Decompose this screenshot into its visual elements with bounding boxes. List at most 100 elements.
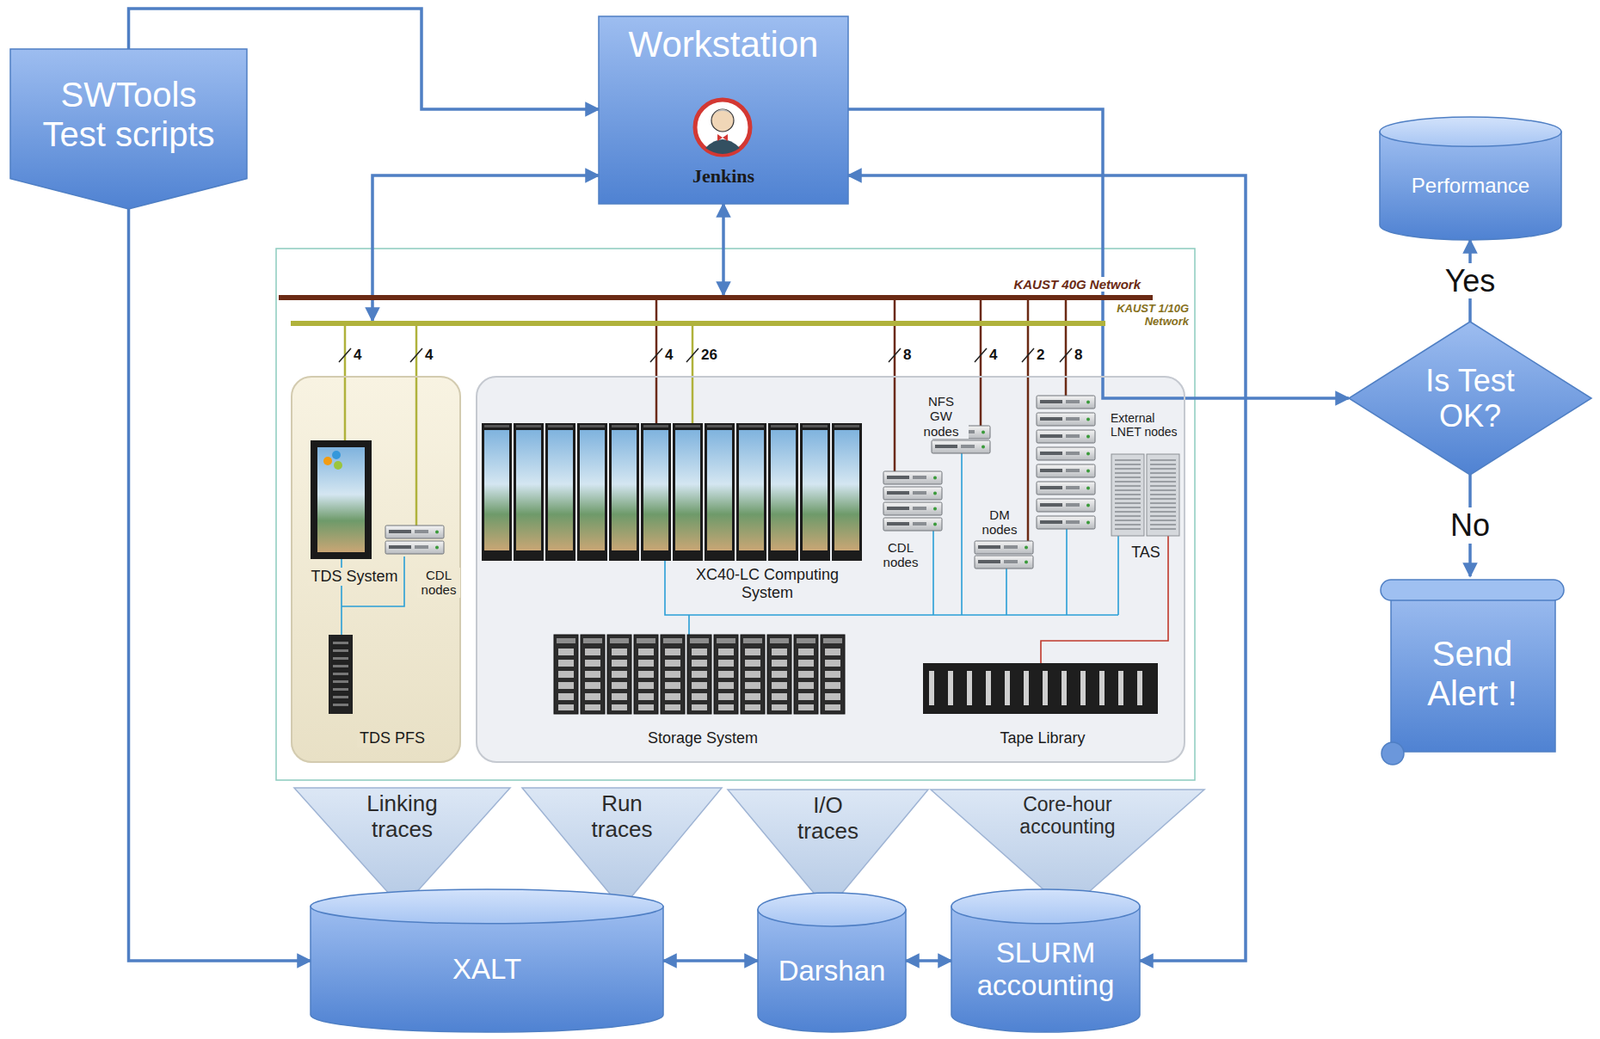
scroll-curl <box>1381 742 1404 765</box>
text-slot: Jenkins <box>594 165 853 187</box>
text-area: Core-hour accounting <box>952 793 1182 861</box>
band-bar <box>278 295 1153 301</box>
storage-enclosure <box>767 634 792 714</box>
cylinder-top <box>757 892 906 927</box>
rack-logo-dot <box>332 450 341 460</box>
band-bar <box>290 320 1106 327</box>
network-band: KAUST 40G Network <box>278 295 1153 301</box>
node-label: XALT <box>452 953 522 986</box>
server-unit <box>1036 412 1096 426</box>
link-count: 8 <box>903 346 911 364</box>
text-slot: Storage System <box>573 729 832 748</box>
tas-rack <box>1111 454 1145 536</box>
rack-logo-dot <box>323 456 333 466</box>
main-panel-fill <box>475 375 1186 764</box>
text-area: Run traces <box>538 791 707 858</box>
database-cylinder: Darshan <box>757 892 906 1033</box>
text-slot: XC40-LC Computing System <box>638 566 897 602</box>
label-slot: 4 <box>664 346 673 364</box>
compute-cabinet <box>577 423 608 561</box>
storage-enclosure <box>687 634 712 714</box>
storage-enclosure <box>633 634 659 714</box>
tas-rack <box>1146 454 1180 536</box>
compute-cabinet <box>800 423 831 561</box>
server-unit <box>1036 395 1096 409</box>
compute-cabinet <box>640 423 671 561</box>
cylinder-body <box>1379 131 1562 240</box>
connector-arrow <box>848 175 1246 961</box>
node-label: Performance <box>1411 173 1530 198</box>
node-label: External LNET nodes <box>1107 411 1184 439</box>
tds-rack-face <box>317 447 365 553</box>
cylinder-body <box>951 906 1140 1033</box>
node-label: I/O traces <box>784 793 871 845</box>
edge-label-slot: No <box>1446 507 1494 543</box>
text-area: Performance <box>1388 146 1553 226</box>
connector-arrow <box>848 109 1349 399</box>
node-label: Tape Library <box>996 729 1088 748</box>
server-unit <box>883 502 942 516</box>
storage-enclosure <box>553 634 579 714</box>
storage-enclosure <box>713 634 739 714</box>
text-slot: KAUST 40G Network <box>885 276 1144 293</box>
compute-cabinet <box>609 423 640 561</box>
link-count: 26 <box>701 346 718 364</box>
node-label: CDL nodes <box>417 567 461 598</box>
tds-pfs-slots <box>332 641 349 709</box>
edge-label: No <box>1446 507 1494 543</box>
storage-enclosure <box>607 634 632 714</box>
server-unit <box>1036 498 1096 512</box>
node-label: TDS System <box>307 567 400 586</box>
box-outline <box>598 16 849 204</box>
node-label: KAUST 40G Network <box>1010 276 1144 292</box>
database-cylinder: XALT <box>310 889 664 1033</box>
scroll-roll <box>1380 579 1564 601</box>
compute-cabinet <box>672 423 703 561</box>
link-count: 4 <box>353 346 362 364</box>
cylinder-body <box>757 909 906 1033</box>
alert-scroll: Send Alert ! <box>1380 576 1564 768</box>
tds-pfs-unit <box>328 634 353 714</box>
label-slot: 8 <box>903 346 911 364</box>
network-band: KAUST 1/10G Network <box>290 320 1106 327</box>
system-panel: TDS SystemCDL nodesTDS PFS <box>290 375 462 764</box>
compute-cabinet <box>736 423 767 561</box>
node-label: Linking traces <box>341 791 462 844</box>
label-slot: 4 <box>989 346 997 364</box>
tape-library-unit <box>923 663 1158 714</box>
jenkins-logo-body <box>705 139 740 154</box>
node-label: Workstation <box>628 24 819 66</box>
label-slot: 2 <box>1036 346 1045 364</box>
link-count: 2 <box>1036 346 1045 364</box>
system-panel: XC40-LC Computing SystemCDL nodesNFS GW … <box>475 375 1186 764</box>
connector-arrow <box>663 959 758 963</box>
edge-label-slot: Yes <box>1441 263 1500 299</box>
link-count: 4 <box>664 346 673 364</box>
node-label: CDL nodes <box>879 540 923 571</box>
compute-cabinet <box>481 423 512 561</box>
server-unit <box>883 486 942 500</box>
cylinder-top <box>951 889 1140 924</box>
server-unit <box>883 471 942 485</box>
label-slot: 4 <box>424 346 433 364</box>
storage-enclosure <box>820 634 845 714</box>
server-unit <box>1036 447 1096 461</box>
text-area: Linking traces <box>311 791 493 858</box>
text-area: SLURM accounting <box>960 923 1132 1016</box>
cylinder-top <box>1379 116 1562 147</box>
label-slot: 26 <box>701 346 718 364</box>
scroll-body <box>1390 590 1556 752</box>
node-label: Is Test OK? <box>1414 363 1527 435</box>
shape-outline <box>290 320 1106 327</box>
storage-enclosure <box>740 634 765 714</box>
jenkins-logo-ring <box>695 99 751 155</box>
link-count: 4 <box>424 346 433 364</box>
server-unit <box>974 541 1034 554</box>
tape-slots <box>929 670 1153 706</box>
text-slot: KAUST 1/10G Network <box>1109 302 1192 329</box>
pentagon-outline <box>10 49 247 210</box>
database-cylinder: Performance <box>1379 116 1562 240</box>
cylinder-top <box>310 889 664 924</box>
server-unit <box>1036 481 1096 495</box>
